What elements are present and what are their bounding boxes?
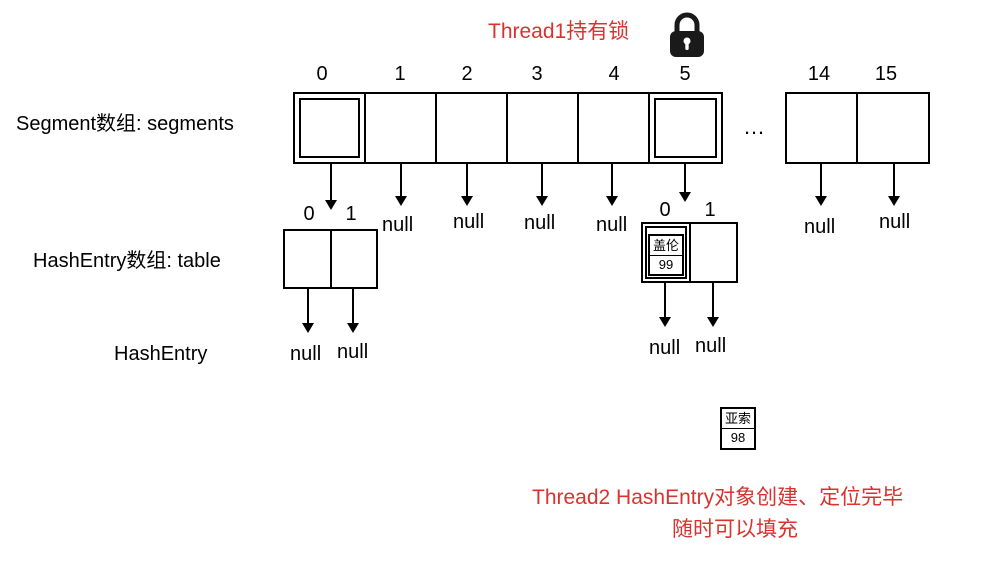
- segment-index-2: 2: [461, 63, 473, 85]
- arrow-segment-1: [395, 164, 407, 206]
- null-table-right-0: null: [649, 337, 681, 359]
- arrow-segment-0: [325, 164, 337, 210]
- segment-lock-5: [654, 98, 717, 158]
- segment-cell-2: [435, 92, 508, 164]
- segment-index-5: 5: [679, 63, 691, 85]
- arrow-segment-3: [536, 164, 548, 206]
- segments-array-label: Segment数组: segments: [16, 113, 234, 135]
- null-segment-2: null: [453, 211, 485, 233]
- null-segment-4: null: [596, 214, 628, 236]
- null-segment-1: null: [382, 214, 414, 236]
- arrow-table-left-0: [302, 289, 314, 333]
- segment-cell-15: [856, 92, 930, 164]
- segment-index-4: 4: [608, 63, 620, 85]
- segment-cell-3: [506, 92, 579, 164]
- table-right-index-0: 0: [659, 199, 671, 221]
- hashentry-node-gailun: 盖伦 99: [648, 234, 684, 276]
- segment-index-1: 1: [394, 63, 406, 85]
- segment-cell-4: [577, 92, 650, 164]
- null-table-right-1: null: [695, 335, 727, 357]
- new-entry-value: 98: [730, 430, 746, 445]
- new-entry-key: 亚索: [722, 409, 754, 429]
- table-left-index-1: 1: [345, 203, 357, 225]
- arrow-segment-15: [888, 164, 900, 206]
- null-segment-15: null: [879, 211, 911, 233]
- table-left-cell-1: [330, 229, 378, 289]
- null-segment-3: null: [524, 212, 556, 234]
- arrow-table-left-1: [347, 289, 359, 333]
- hashentry-node-yasuo: 亚索 98: [720, 407, 756, 450]
- null-table-left-0: null: [290, 343, 322, 365]
- null-segment-14: null: [804, 216, 836, 238]
- arrow-segment-5: [679, 164, 691, 202]
- null-table-left-1: null: [337, 341, 369, 363]
- segment-cell-1: [364, 92, 437, 164]
- segment-cell-14: [785, 92, 858, 164]
- thread1-label: Thread1持有锁: [488, 20, 630, 43]
- segment-index-0: 0: [316, 63, 328, 85]
- arrow-segment-14: [815, 164, 827, 206]
- lock-icon: [670, 12, 704, 57]
- arrow-table-right-0: [659, 283, 671, 327]
- arrow-segment-4: [606, 164, 618, 206]
- segment-index-14: 14: [807, 63, 831, 85]
- hashentry-key: 盖伦: [650, 236, 682, 256]
- hashentry-label: HashEntry: [114, 343, 208, 365]
- segment-lock-0: [299, 98, 360, 158]
- thread2-label-line1: Thread2 HashEntry对象创建、定位完毕: [532, 486, 904, 509]
- segment-index-3: 3: [531, 63, 543, 85]
- thread2-label-line2: 随时可以填充: [672, 518, 798, 541]
- segments-ellipsis: …: [743, 114, 765, 139]
- table-right-index-1: 1: [704, 199, 716, 221]
- table-right-cell-1: [689, 222, 738, 283]
- arrow-table-right-1: [707, 283, 719, 327]
- table-array-label: HashEntry数组: table: [33, 250, 221, 272]
- arrow-segment-2: [461, 164, 473, 206]
- hashentry-value: 99: [658, 257, 674, 272]
- table-left-index-0: 0: [303, 203, 315, 225]
- segment-index-15: 15: [874, 63, 898, 85]
- table-left-cell-0: [283, 229, 332, 289]
